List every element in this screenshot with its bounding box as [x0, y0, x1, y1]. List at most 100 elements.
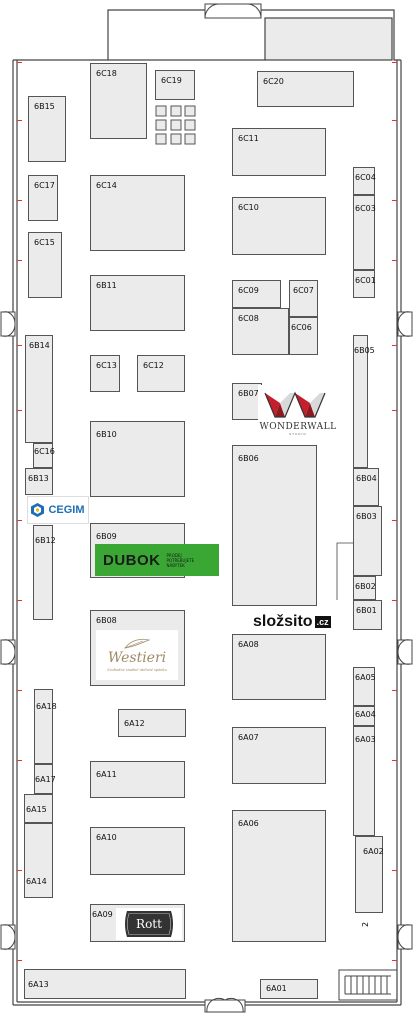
booth-6C03[interactable]: 6C03 — [353, 195, 376, 270]
booth-6C04[interactable]: 6C04 — [353, 167, 376, 195]
booth-label: 6A08 — [238, 640, 259, 649]
booth-6C06[interactable]: 6C06 — [289, 317, 318, 355]
cegim-mark-icon — [31, 503, 45, 517]
booth-label: 6B10 — [96, 430, 117, 439]
dubok-logo[interactable]: DUBOK PRODEJ POTŘEBUJETE NÁBYTEK — [95, 544, 219, 576]
booth-6C14[interactable]: 6C14 — [90, 175, 185, 251]
booth-6A07[interactable]: 6A07 — [232, 727, 326, 784]
wall-tick — [392, 120, 397, 121]
booth-6C07[interactable]: 6C07 — [289, 280, 318, 317]
booth-6B10[interactable]: 6B10 — [90, 421, 185, 497]
booth-label: 6A13 — [28, 980, 49, 989]
booth-6C16[interactable]: 6C16 — [33, 443, 55, 468]
booth-6A15[interactable]: 6A15 — [24, 794, 53, 823]
booth-label: 6A15 — [26, 805, 47, 814]
booth-6B01[interactable]: 6B01 — [353, 600, 382, 630]
booth-6B14[interactable]: 6B14 — [25, 335, 53, 443]
cegim-logo[interactable]: CEGIM — [27, 496, 89, 524]
booth-6B05[interactable]: 6B05 — [353, 335, 375, 468]
booth-6A04[interactable]: 6A04 — [353, 706, 376, 726]
booth-6A10[interactable]: 6A10 — [90, 827, 185, 875]
wall-tick — [392, 760, 397, 761]
booth-6C10[interactable]: 6C10 — [232, 197, 326, 255]
wall-tick — [392, 600, 397, 601]
booth-label: 6A11 — [96, 770, 117, 779]
booth-6A13[interactable]: 6A13 — [24, 969, 186, 999]
booth-6C17[interactable]: 6C17 — [28, 175, 58, 221]
booth-6C13[interactable]: 6C13 — [90, 355, 120, 392]
wall-tick — [17, 345, 22, 346]
booth-6B02[interactable]: 6B02 — [353, 576, 376, 600]
booth-6C20[interactable]: 6C20 — [257, 71, 354, 107]
booth-label: 6B13 — [28, 474, 49, 483]
marker-number: 2 — [361, 921, 371, 928]
booth-label: 6A01 — [266, 984, 287, 993]
booth-6B04[interactable]: 6B04 — [353, 468, 379, 506]
booth-label: 6A04 — [355, 710, 376, 719]
booth-label: 6C06 — [291, 323, 312, 332]
booth-6A14[interactable]: 6A14 — [24, 823, 53, 898]
booth-label: 6B09 — [96, 532, 117, 541]
cegim-name: CEGIM — [48, 504, 85, 516]
booth-6A11[interactable]: 6A11 — [90, 761, 185, 798]
wall-tick — [17, 600, 22, 601]
booth-6C01[interactable]: 6C01 — [353, 270, 376, 298]
booth-label: 6C10 — [238, 203, 259, 212]
booth-label: 6B01 — [356, 606, 377, 615]
booth-label: 6C07 — [293, 286, 314, 295]
booth-6C18[interactable]: 6C18 — [90, 63, 147, 139]
wall-tick — [392, 690, 397, 691]
wall-tick — [17, 260, 22, 261]
booth-6A17[interactable]: 6A17 — [34, 764, 56, 794]
westieri-name: Westieri — [107, 650, 167, 666]
booth-label: 6A09 — [92, 910, 113, 919]
booth-6C12[interactable]: 6C12 — [137, 355, 185, 392]
booth-6C19[interactable]: 6C19 — [155, 70, 195, 100]
booth-6B03[interactable]: 6B03 — [353, 506, 382, 576]
booth-6C09[interactable]: 6C09 — [232, 280, 281, 308]
booth-6C15[interactable]: 6C15 — [28, 232, 62, 298]
booth-label: 6B14 — [29, 341, 50, 350]
booth-6A18[interactable]: 6A18 — [34, 689, 57, 764]
booth-6A03[interactable]: 6A03 — [353, 726, 376, 836]
slozsito-logo[interactable]: složsito .cz — [253, 610, 345, 634]
booth-label: 6C16 — [34, 447, 55, 456]
wonderwall-logo[interactable]: WONDERWALL STUDIO — [258, 385, 338, 439]
booth-label: 6B06 — [238, 454, 259, 463]
booth-label: 6B04 — [356, 474, 377, 483]
booth-label: 6A05 — [355, 673, 376, 682]
wonderwall-name: WONDERWALL — [259, 421, 337, 432]
booth-label: 6C04 — [355, 173, 376, 182]
dubok-tagline: PRODEJ POTŘEBUJETE NÁBYTEK — [166, 552, 195, 568]
booth-label: 6C19 — [161, 76, 182, 85]
wall-tick — [392, 870, 397, 871]
booth-6A02[interactable]: 6A02 — [355, 836, 384, 913]
booth-6A08[interactable]: 6A08 — [232, 634, 326, 700]
booth-6B15[interactable]: 6B15 — [28, 96, 66, 162]
booth-6B06[interactable]: 6B06 — [232, 445, 317, 606]
wall-tick — [17, 760, 22, 761]
booth-6A06[interactable]: 6A06 — [232, 810, 326, 942]
booth-label: 6B03 — [356, 512, 377, 521]
booth-6A05[interactable]: 6A05 — [353, 667, 376, 706]
booth-6A12[interactable]: 6A12 — [118, 709, 186, 737]
booth-6B12[interactable]: 6B12 — [33, 525, 56, 620]
booth-6A01[interactable]: 6A01 — [260, 979, 318, 999]
booth-6C08[interactable]: 6C08 — [232, 308, 289, 355]
booth-label: 6A07 — [238, 733, 259, 742]
slozsito-name: složsito — [253, 613, 313, 630]
wall-tick — [392, 345, 397, 346]
booth-label: 6C11 — [238, 134, 259, 143]
rott-badge-icon — [125, 911, 173, 937]
wall-tick — [392, 200, 397, 201]
booth-label: 6C09 — [238, 286, 259, 295]
westieri-logo[interactable]: Westieri Svobodné snadné rádiové spánku — [96, 630, 178, 680]
rott-logo[interactable]: Rott — [116, 908, 182, 940]
booth-6B07[interactable]: 6B07 — [232, 383, 262, 420]
booth-label: 6A10 — [96, 833, 117, 842]
booth-6B13[interactable]: 6B13 — [25, 468, 53, 495]
booth-6B11[interactable]: 6B11 — [90, 275, 185, 331]
booth-label: 6C13 — [96, 361, 117, 370]
booth-6C11[interactable]: 6C11 — [232, 128, 326, 176]
booth-label: 6B05 — [354, 346, 375, 355]
